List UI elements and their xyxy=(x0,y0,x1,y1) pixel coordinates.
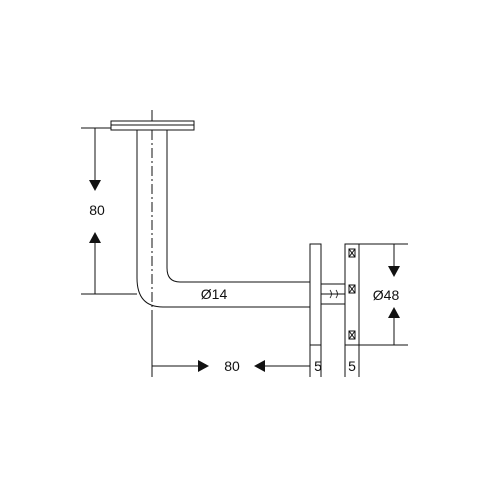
plate-diameter-label: Ø48 xyxy=(373,287,400,303)
top-mounting-flange xyxy=(110,110,195,131)
vertical-dimension: 80 xyxy=(81,127,137,295)
vertical-dimension-label: 80 xyxy=(89,202,105,218)
gap-left-label: 5 xyxy=(314,358,322,374)
tube-diameter-label: Ø14 xyxy=(201,286,228,302)
bent-tube xyxy=(136,130,310,320)
wall-section xyxy=(344,243,360,346)
horizontal-dimension: 80 xyxy=(151,320,311,377)
gap-right-label: 5 xyxy=(348,358,356,374)
horizontal-dimension-label: 80 xyxy=(224,358,240,374)
plate-diameter-dimension: Ø48 xyxy=(359,243,408,346)
wall-plate xyxy=(309,243,346,346)
thickness-dimensions: 5 5 xyxy=(314,345,360,377)
